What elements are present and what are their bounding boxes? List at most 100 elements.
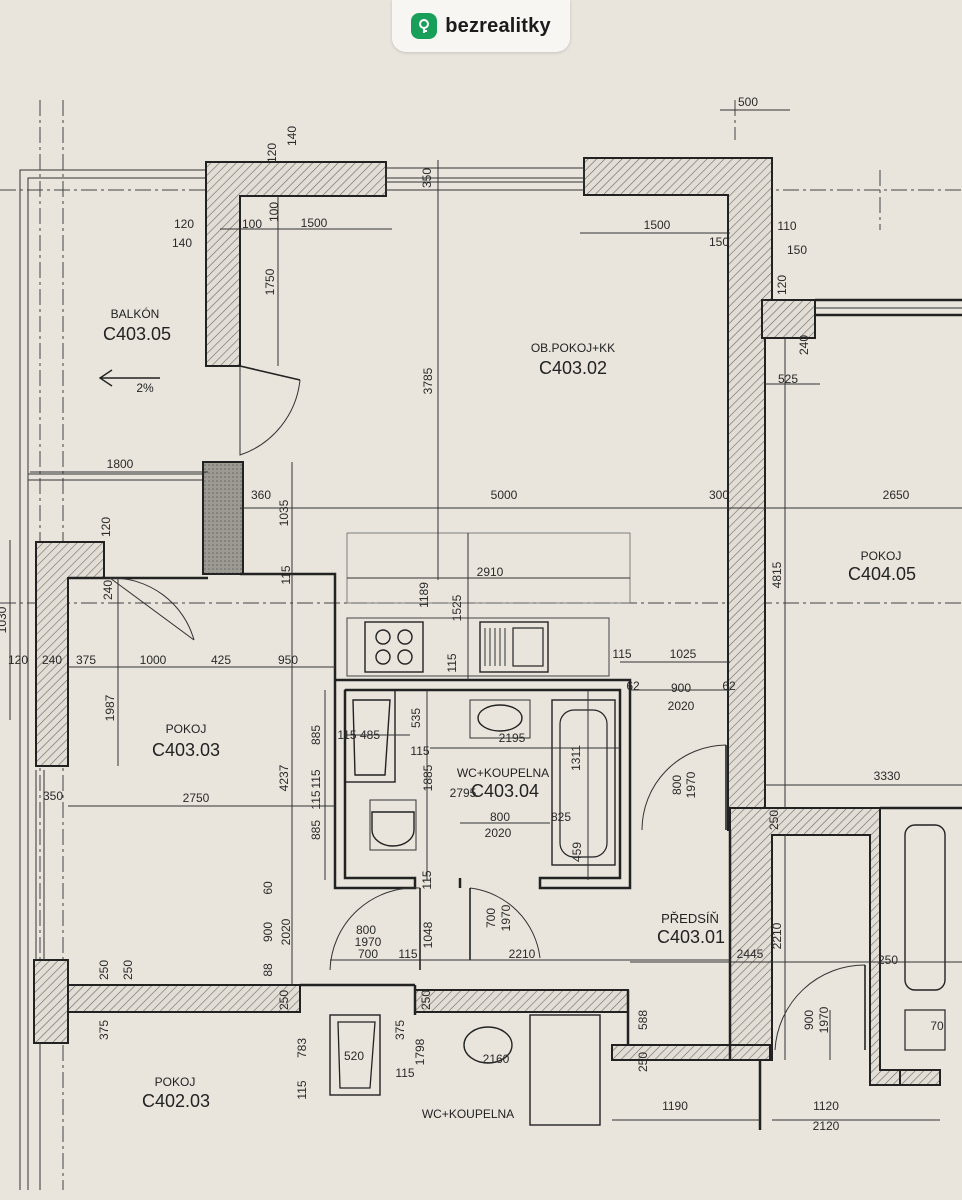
- dimension-value: 110: [777, 219, 796, 233]
- dimension-value: 885: [309, 725, 323, 745]
- dimension-value: 1189: [417, 582, 431, 608]
- dimension-value: 250: [419, 990, 433, 1010]
- dimension-value: 1120: [813, 1099, 839, 1113]
- dimension-value: 70: [930, 1019, 944, 1033]
- dimension-value: 120: [8, 653, 28, 667]
- dimension-value: 825: [551, 810, 571, 824]
- dimension-value: 250: [878, 953, 898, 967]
- dimension-value: 500: [738, 95, 758, 109]
- dimension-value: 2195: [499, 731, 526, 745]
- slope-label: 2%: [136, 381, 154, 395]
- room-code-pokoj403: C403.03: [152, 740, 220, 760]
- dimension-value: 115: [309, 790, 323, 809]
- toilet-icon: [369, 799, 417, 851]
- dimension-value: 1970: [684, 771, 698, 798]
- room-name-balkon: BALKÓN: [111, 306, 160, 321]
- dimension-value: 1030: [0, 606, 9, 633]
- dimension-value: 250: [97, 960, 111, 980]
- room-code-pokoj402: C402.03: [142, 1091, 210, 1111]
- dimension-value: 240: [101, 580, 115, 600]
- dimension-value: 1525: [450, 594, 464, 621]
- dimension-value: 1750: [263, 268, 277, 295]
- dimension-value: 150: [709, 235, 729, 249]
- room-code-pokoj404: C404.05: [848, 564, 916, 584]
- dimension-value: 115: [337, 728, 356, 742]
- dimension-lines: [9, 109, 962, 1121]
- dimension-value: 2910: [477, 565, 504, 579]
- room-name-wc402: WC+KOUPELNA: [422, 1107, 514, 1121]
- dimension-value: 1970: [817, 1006, 831, 1033]
- dimension-value: 950: [278, 653, 298, 667]
- dimension-value: 520: [344, 1049, 364, 1063]
- dimension-value: 62: [626, 679, 640, 693]
- dimension-value: 425: [211, 653, 231, 667]
- washbasin-icon: [469, 699, 531, 739]
- dimension-value: 2120: [813, 1119, 840, 1133]
- room-name-pokoj404: POKOJ: [861, 549, 902, 563]
- dimension-value: 350: [420, 168, 434, 188]
- dimension-value: 250: [767, 810, 781, 830]
- dimension-value: 115: [612, 647, 631, 661]
- dimension-value: 4237: [277, 764, 291, 791]
- dimension-value: 375: [76, 653, 96, 667]
- room-code-predsin: C403.01: [657, 927, 725, 947]
- dimension-value: 88: [261, 963, 275, 977]
- key-pin-icon: [411, 13, 438, 39]
- dimension-value: 360: [251, 488, 271, 502]
- dimension-value: 535: [409, 708, 423, 728]
- dimension-value: 300: [709, 488, 729, 502]
- room-code-obpokoj: C403.02: [539, 358, 607, 378]
- room-name-obpokoj: OB.POKOJ+KK: [531, 341, 615, 355]
- dimension-value: 900: [802, 1010, 816, 1030]
- windows: [35, 167, 585, 1190]
- dimension-value: 1035: [277, 499, 291, 526]
- dimension-value: 1190: [662, 1099, 688, 1113]
- dimension-value: 885: [309, 820, 323, 840]
- dimension-value: 1970: [499, 904, 513, 931]
- room-name-predsin: PŘEDSÍŇ: [661, 911, 719, 926]
- dimension-value: 120: [775, 275, 789, 295]
- room-name-pokoj402: POKOJ: [155, 1075, 196, 1089]
- sink-icon: [479, 621, 549, 673]
- dimension-value: 350: [43, 789, 63, 803]
- dimension-value: 250: [636, 1052, 650, 1072]
- dimension-values: 500 120 140 350 120 140 100 100 1500 150…: [0, 95, 944, 1133]
- dimension-value: 2750: [183, 791, 210, 805]
- dimension-value: 783: [295, 1038, 309, 1058]
- lower-bath-fixtures: [329, 824, 946, 1126]
- dimension-value: 140: [285, 126, 299, 146]
- brand-name: bezrealitky: [445, 14, 551, 37]
- dimension-value: 2445: [737, 947, 764, 961]
- brand-badge[interactable]: bezrealitky: [392, 0, 570, 52]
- dimension-value: 700: [358, 947, 378, 961]
- dimension-value: 800: [490, 810, 510, 824]
- dimension-value: 250: [121, 960, 135, 980]
- dimension-value: 115: [398, 947, 417, 961]
- balcony-outline: [19, 169, 208, 1190]
- dimension-value: 2210: [770, 922, 784, 949]
- dimension-value: 115: [445, 653, 459, 672]
- dimension-value: 1025: [670, 647, 697, 661]
- dimension-value: 140: [172, 236, 192, 250]
- dimension-value: 250: [277, 990, 291, 1010]
- bathtub-icon: [551, 699, 616, 866]
- dimension-value: 60: [261, 881, 275, 895]
- room-name-pokoj403: POKOJ: [166, 722, 207, 736]
- dimension-value: 2795: [450, 786, 477, 800]
- dimension-value: 2020: [279, 918, 293, 945]
- slope-arrow-icon: [98, 369, 160, 387]
- interior-partitions: [68, 298, 962, 1130]
- dimension-value: 3785: [421, 367, 435, 394]
- dimension-value: 525: [778, 372, 798, 386]
- dimension-value: 800: [670, 775, 684, 795]
- dimension-value: 115: [309, 769, 323, 788]
- dimension-value: 900: [671, 681, 691, 695]
- dimension-value: 3330: [874, 769, 901, 783]
- dimension-value: 115: [295, 1080, 309, 1099]
- dimension-value: 120: [174, 217, 194, 231]
- room-name-wc403: WC+KOUPELNA: [457, 766, 549, 780]
- dimension-value: 100: [267, 202, 281, 222]
- stove-icon: [364, 621, 424, 673]
